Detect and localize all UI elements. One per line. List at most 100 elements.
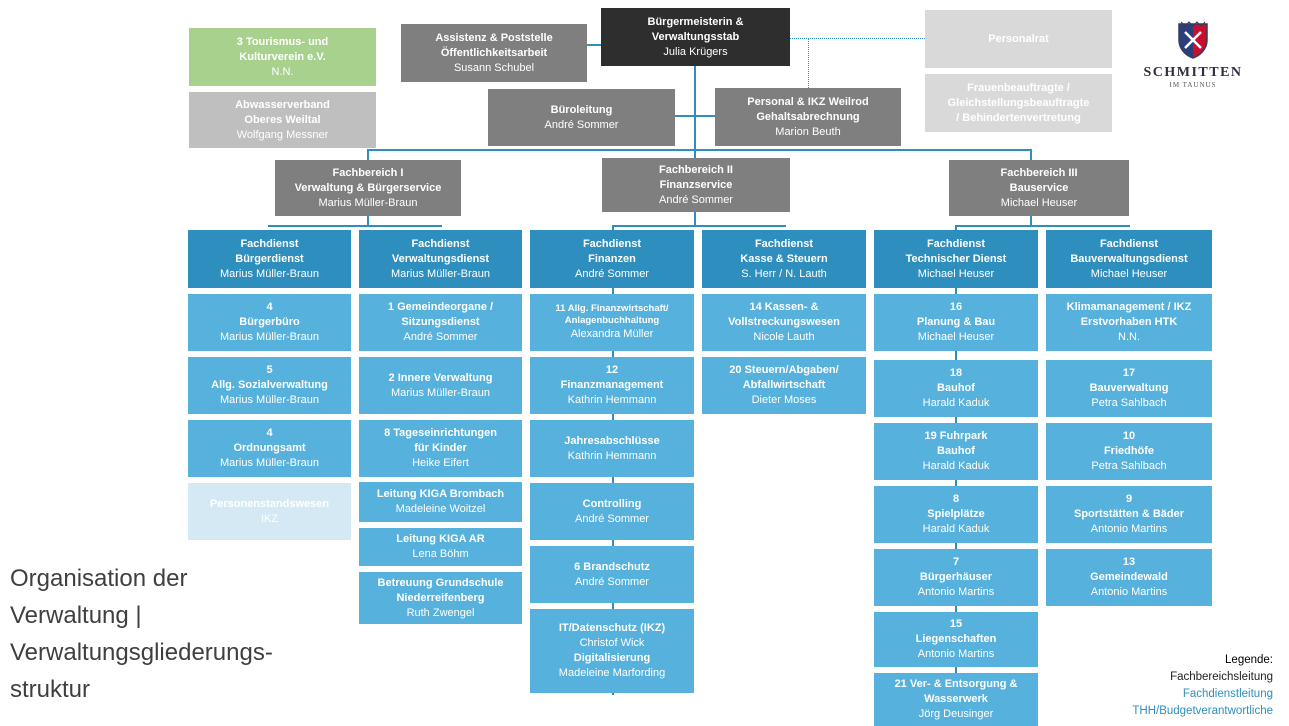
- fachdienst-title: Fachdienst: [411, 237, 470, 250]
- abwasser-title2: Oberes Weiltal: [244, 113, 321, 126]
- unit-person: Dieter Moses: [751, 394, 817, 406]
- bueroleitung-box: Büroleitung André Sommer: [488, 89, 675, 146]
- connector-fb3-split: [955, 225, 1130, 227]
- connector-fb2-down: [694, 212, 696, 226]
- unit-title: 20 Steuern/Abgaben/: [729, 364, 839, 376]
- fachdienst-buergerdienst-box: Fachdienst Bürgerdienst Marius Müller-Br…: [188, 230, 351, 288]
- unit-title: 2 Innere Verwaltung: [388, 371, 493, 384]
- legend-item-fachbereichsleitung: Fachbereichsleitung: [1170, 671, 1273, 683]
- connector-fb1-split: [268, 225, 442, 227]
- unit-ordnungsamt: 4 Ordnungsamt Marius Müller-Braun: [188, 420, 351, 477]
- fachbereich-title2: Finanzservice: [659, 178, 733, 191]
- unit-num: 12: [605, 364, 619, 376]
- unit-finanzwirtschaft: 11 Allg. Finanzwirtschaft/ Anlagenbuchha…: [530, 294, 694, 351]
- fachdienst-title: Fachdienst: [1099, 237, 1159, 250]
- unit-person2: Madeleine Marfording: [558, 667, 666, 679]
- unit-jahresabschluesse: Jahresabschlüsse Kathrin Hemmann: [530, 420, 694, 477]
- personal-box: Personal & IKZ Weilrod Gehaltsabrechnung…: [715, 88, 901, 146]
- unit-title: 1 Gemeindeorgane /: [387, 301, 494, 313]
- personalrat-title: Personalrat: [988, 32, 1049, 45]
- unit-title3: Digitalisierung: [573, 652, 651, 664]
- connector-fb-horizontal: [367, 149, 1031, 151]
- unit-person: Antonio Martins: [917, 586, 995, 598]
- unit-gemeindeorgane: 1 Gemeindeorgane / Sitzungsdienst André …: [359, 294, 522, 351]
- fachdienst-name: Kasse & Steuern: [740, 252, 828, 265]
- unit-person: Petra Sahlbach: [1091, 397, 1167, 409]
- unit-finanzmanagement: 12 Finanzmanagement Kathrin Hemmann: [530, 357, 694, 414]
- fachdienst-person: S. Herr / N. Lauth: [741, 267, 827, 280]
- unit-person: Antonio Martins: [1090, 523, 1168, 535]
- unit-num: 4: [266, 301, 273, 313]
- unit-person: Petra Sahlbach: [1091, 460, 1167, 472]
- unit-title: Klimamanagement / IKZ: [1066, 301, 1192, 313]
- unit-title2: Wasserwerk: [924, 693, 988, 705]
- unit-title: 21 Ver- & Entsorgung &: [894, 678, 1018, 690]
- unit-title2: Erstvorhaben HTK: [1080, 316, 1178, 328]
- unit-person: Harald Kaduk: [922, 397, 990, 409]
- unit-person: Antonio Martins: [1090, 586, 1168, 598]
- schmitten-logo: SCHMITTEN IM TAUNUS: [1138, 20, 1248, 89]
- unit-num: 18: [949, 367, 963, 379]
- fachdienst-person: André Sommer: [575, 267, 649, 280]
- unit-title: Leitung KIGA Brombach: [376, 488, 505, 500]
- unit-kiga-ar: Leitung KIGA AR Lena Böhm: [359, 528, 522, 566]
- legend-heading: Legende:: [1225, 654, 1273, 666]
- unit-person: André Sommer: [575, 575, 649, 588]
- connector-main-vertical: [694, 66, 696, 158]
- fachdienst-title: Fachdienst: [926, 237, 986, 250]
- fachbereich-title: Fachbereich II: [659, 163, 733, 176]
- unit-person: Heike Eifert: [412, 457, 469, 469]
- unit-person: Marius Müller-Braun: [390, 386, 491, 399]
- unit-person: Alexandra Müller: [570, 328, 654, 340]
- fachdienst-name: Technischer Dienst: [905, 252, 1007, 265]
- legend-item-thh: THH/Budgetverantwortliche: [1132, 705, 1273, 717]
- unit-person: Michael Heuser: [917, 331, 995, 343]
- unit-title2: Sitzungsdienst: [401, 316, 480, 328]
- unit-num: 5: [266, 364, 273, 376]
- unit-person: Kathrin Hemmann: [567, 394, 657, 406]
- connector-bueroleitung: [675, 115, 715, 117]
- fachbereich-2-box: Fachbereich II Finanzservice André Somme…: [602, 158, 790, 212]
- unit-sozialverwaltung: 5 Allg. Sozialverwaltung Marius Müller-B…: [188, 357, 351, 414]
- assistenz-title: Assistenz & Poststelle: [435, 31, 553, 44]
- unit-spielplaetze: 8 Spielplätze Harald Kaduk: [874, 486, 1038, 543]
- unit-title2: Bauhof: [937, 445, 975, 457]
- unit-title: Bürgerbüro: [239, 316, 300, 328]
- assistenz-person: Susann Schubel: [453, 61, 535, 74]
- unit-person: IKZ: [260, 512, 279, 525]
- unit-title: Allg. Sozialverwaltung: [211, 379, 328, 391]
- unit-ver-entsorgung: 21 Ver- & Entsorgung & Wasserwerk Jörg D…: [874, 673, 1038, 726]
- unit-title2: Vollstreckungswesen: [728, 316, 840, 328]
- tourismus-title2: Kulturverein e.V.: [239, 50, 326, 63]
- unit-title: 19 Fuhrpark: [924, 430, 988, 442]
- connector-personalrat-dotted: [790, 38, 925, 39]
- unit-innere-verwaltung: 2 Innere Verwaltung Marius Müller-Braun: [359, 357, 522, 414]
- unit-title: Ordnungsamt: [233, 442, 306, 454]
- unit-title2: Niederreifenberg: [396, 591, 485, 604]
- buergermeisterin-title2: Verwaltungsstab: [651, 30, 740, 43]
- unit-person: Kathrin Hemmann: [567, 449, 657, 462]
- abwasser-box: Abwasserverband Oberes Weiltal Wolfgang …: [189, 92, 376, 148]
- unit-person: Nicole Lauth: [753, 331, 815, 343]
- unit-title: Bauverwaltung: [1089, 382, 1169, 394]
- fachbereich-title: Fachbereich I: [332, 166, 404, 179]
- unit-steuern: 20 Steuern/Abgaben/ Abfallwirtschaft Die…: [702, 357, 866, 414]
- unit-person: Harald Kaduk: [922, 460, 990, 472]
- unit-planung-bau: 16 Planung & Bau Michael Heuser: [874, 294, 1038, 351]
- unit-buergerbuero: 4 Bürgerbüro Marius Müller-Braun: [188, 294, 351, 351]
- assistenz-box: Assistenz & Poststelle Öffentlichkeitsar…: [401, 24, 587, 82]
- unit-klimamanagement: Klimamanagement / IKZ Erstvorhaben HTK N…: [1046, 294, 1212, 351]
- fachdienst-person: Michael Heuser: [917, 267, 995, 280]
- page-title: Organisation der Verwaltung | Verwaltung…: [10, 560, 273, 708]
- unit-bauverwaltung: 17 Bauverwaltung Petra Sahlbach: [1046, 360, 1212, 417]
- unit-num: 10: [1122, 430, 1136, 442]
- title-line: Verwaltungsgliederungs-: [10, 639, 273, 666]
- fachbereich-title: Fachbereich III: [1000, 166, 1078, 179]
- unit-kiga-brombach: Leitung KIGA Brombach Madeleine Woitzel: [359, 482, 522, 522]
- unit-person: Christof Wick: [579, 637, 645, 649]
- unit-fuhrpark: 19 Fuhrpark Bauhof Harald Kaduk: [874, 423, 1038, 480]
- unit-liegenschaften: 15 Liegenschaften Antonio Martins: [874, 612, 1038, 667]
- connector-fb2-split: [612, 225, 786, 227]
- unit-brandschutz: 6 Brandschutz André Sommer: [530, 546, 694, 603]
- tourismus-box: 3 Tourismus- und Kulturverein e.V. N.N.: [189, 28, 376, 86]
